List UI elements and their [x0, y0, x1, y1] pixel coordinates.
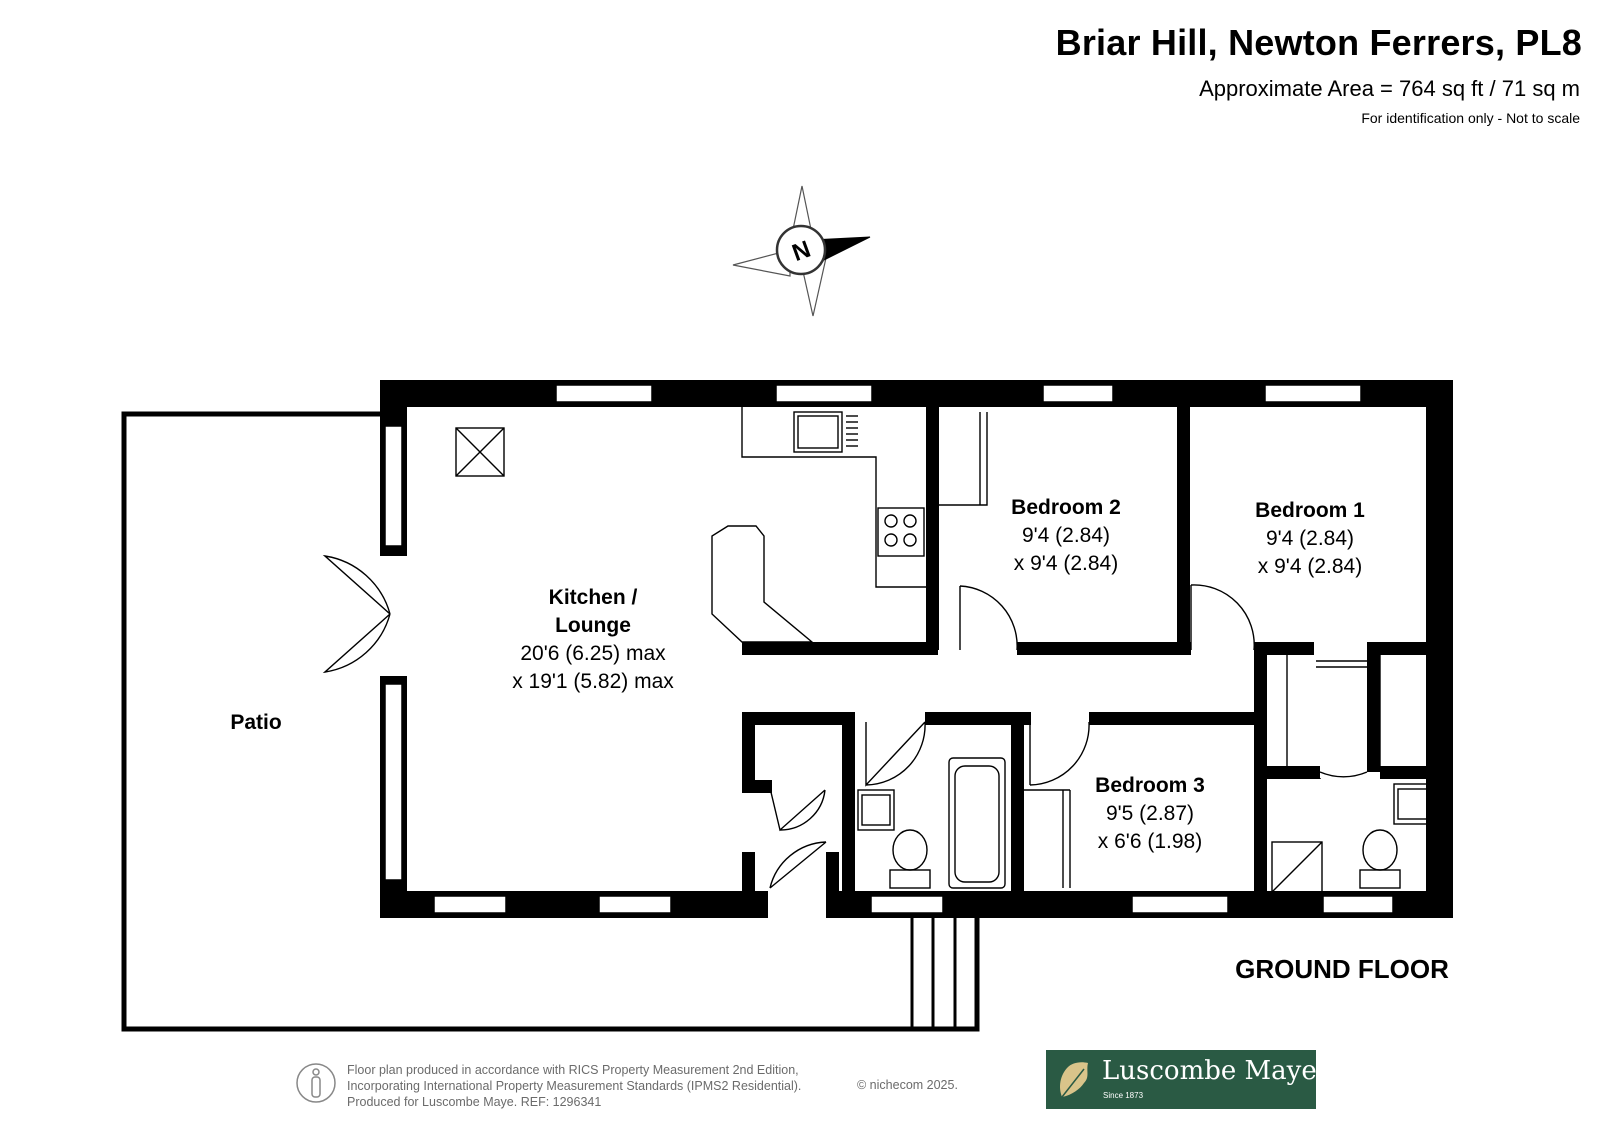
compass-icon: N: [732, 185, 871, 317]
approximate-area: Approximate Area = 764 sq ft / 71 sq m: [1199, 76, 1580, 101]
footer-line-1: Floor plan produced in accordance with R…: [347, 1063, 799, 1077]
room-bedroom3-name: Bedroom 3: [1095, 774, 1205, 797]
brand-since: Since 1873: [1103, 1091, 1144, 1100]
footer-text: Floor plan produced in accordance with R…: [347, 1062, 801, 1110]
page-title: Briar Hill, Newton Ferrers, PL8: [1055, 22, 1582, 63]
footer-line-3: Produced for Luscombe Maye. REF: 1296341: [347, 1095, 602, 1109]
room-kitchen-dim-2: x 19'1 (5.82) max: [512, 670, 674, 693]
room-bedroom2-dim-2: x 9'4 (2.84): [1014, 552, 1118, 575]
room-bedroom2-dim-1: 9'4 (2.84): [1022, 524, 1110, 547]
room-patio-name: Patio: [230, 711, 281, 734]
room-kitchen-name-1: Kitchen /: [549, 586, 638, 609]
windows: [384, 384, 1394, 914]
room-bedroom1-name: Bedroom 1: [1255, 499, 1365, 522]
room-bedroom2-name: Bedroom 2: [1011, 496, 1121, 519]
doors: [322, 554, 1368, 889]
room-kitchen-dim-1: 20'6 (6.25) max: [520, 642, 666, 665]
room-labels: Kitchen / Lounge 20'6 (6.25) max x 19'1 …: [230, 496, 1449, 984]
floor-label: GROUND FLOOR: [1235, 954, 1449, 984]
room-bedroom1-dim-2: x 9'4 (2.84): [1258, 555, 1362, 578]
room-kitchen-name-2: Lounge: [555, 614, 631, 637]
room-bedroom3-dim-1: 9'5 (2.87): [1106, 802, 1194, 825]
interior-walls: [742, 380, 1440, 918]
brand-name: Luscombe Maye: [1102, 1056, 1317, 1086]
kitchen-units: [455, 407, 926, 643]
footer-line-2: Incorporating International Property Mea…: [347, 1079, 802, 1093]
room-bedroom1-dim-1: 9'4 (2.84): [1266, 527, 1354, 550]
person-icon: [296, 1060, 336, 1111]
brand-logo: Luscombe Maye Since 1873: [1046, 1050, 1317, 1109]
room-bedroom3-dim-2: x 6'6 (1.98): [1098, 830, 1202, 853]
bathroom-fittings: [857, 757, 1433, 893]
patio-outline: [121, 411, 980, 1032]
identification-note: For identification only - Not to scale: [1361, 110, 1580, 126]
oak-leaf-icon: [1060, 1062, 1088, 1098]
wardrobes: [939, 412, 1381, 888]
copyright: © nichecom 2025.: [857, 1078, 958, 1092]
